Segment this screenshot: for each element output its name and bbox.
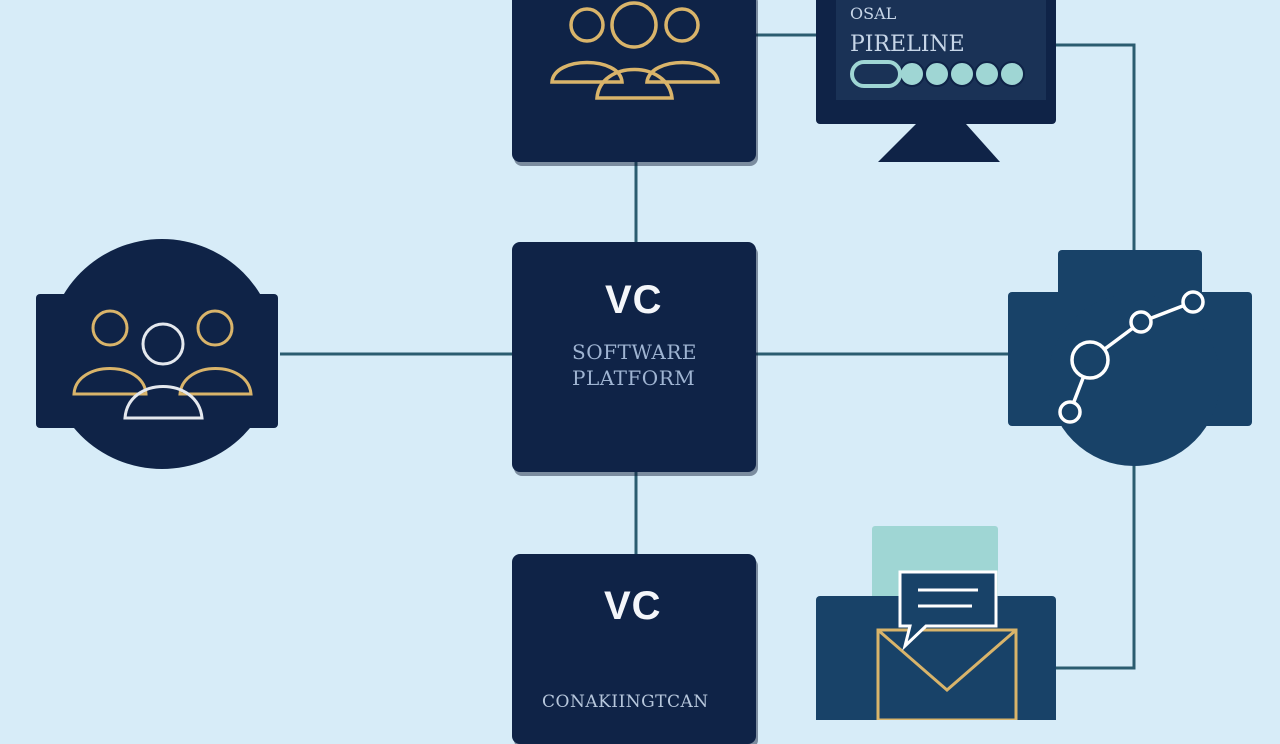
node-title: VC: [604, 584, 662, 628]
mail-chat-icon: [816, 526, 1056, 720]
monitor-title: PIRELINE: [850, 32, 965, 57]
workflow-nodes-icon: [1008, 250, 1252, 466]
node-title: VC: [605, 278, 663, 322]
connector-lines: [280, 33, 1136, 670]
node-subtitle: CONAKIINGTCAN: [542, 692, 709, 712]
monitor-icon: [816, 0, 1056, 162]
software-platform-node[interactable]: VC SOFTWARE PLATFORM: [512, 242, 756, 472]
team-node[interactable]: [512, 0, 756, 162]
node-subtitle-line2: PLATFORM: [572, 366, 696, 390]
team-icon: [36, 239, 278, 469]
team-icon: [550, 1, 720, 100]
communication-node[interactable]: VC CONAKIINGTCAN: [512, 554, 756, 744]
monitor-top-text: OSAL: [850, 4, 897, 23]
node-subtitle-line1: SOFTWARE: [572, 340, 697, 364]
